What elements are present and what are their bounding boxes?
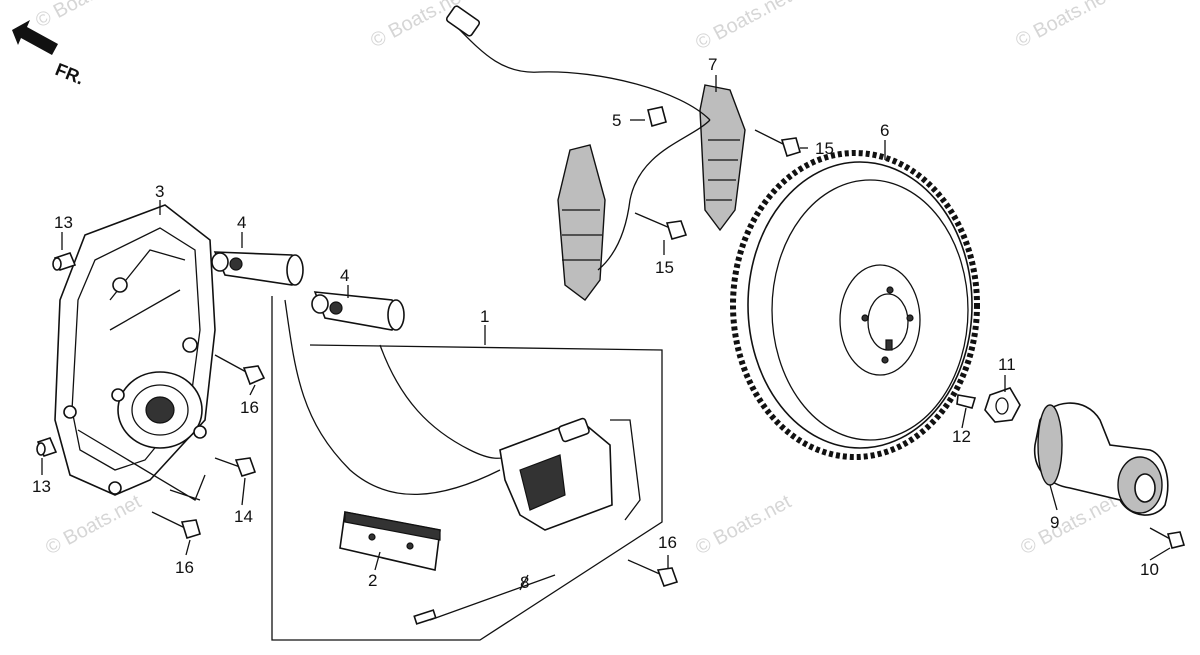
part-16-bolt [151,511,201,539]
watermark: © Boats.net [692,0,795,54]
callout-9: 9 [1050,513,1059,532]
front-direction-arrow: FR. [12,20,87,89]
part-10-bolt [1149,527,1186,549]
watermark: © Boats.net [42,491,145,560]
watermark: © Boats.net [32,0,135,32]
part-7-stator-coil [699,84,746,232]
watermark: © Boats.net [1012,0,1115,52]
watermark: © Boats.net [692,491,795,560]
watermark: © Boats.net [1017,491,1120,560]
part-14-bolt [214,457,257,477]
part-4-plug-cap [311,291,405,331]
part-4-plug-cap [211,251,304,286]
callout-14: 14 [234,507,253,526]
part-5-clamp [647,106,667,127]
callout-16: 16 [658,533,677,552]
callout-5: 5 [612,111,621,130]
callout-3: 3 [155,182,164,201]
leader-lines [41,75,1171,591]
part-16-bolt [627,559,679,587]
part-13-pin [52,252,77,271]
part-8-wire [413,574,556,625]
leader-14 [77,429,206,501]
part-2-plate [339,511,441,571]
stator-wire [449,19,711,271]
callout-4: 4 [237,213,246,232]
callout-13: 13 [54,213,73,232]
part-3-cover [54,204,216,496]
callout-7: 7 [708,55,717,74]
callout-15: 15 [655,258,674,277]
callout-11: 11 [998,355,1016,374]
callout-8: 8 [520,573,529,592]
callout-4: 4 [340,266,349,285]
callout-12: 12 [952,427,971,446]
part-6-flywheel [730,150,980,460]
callout-10: 10 [1140,560,1159,579]
part-13-pin [36,437,58,457]
part-1-ignition-coil [284,299,641,531]
callout-13: 13 [32,477,51,496]
part-16-bolt [214,354,266,386]
callout-16: 16 [175,558,194,577]
callout-6: 6 [880,121,889,140]
connector-plug [445,5,481,37]
part-15-bolt [754,129,801,157]
group-bracket-1 [271,296,663,641]
callout-1: 1 [480,307,489,326]
callout-16: 16 [240,398,259,417]
front-label: FR. [53,59,87,88]
stator-coil [557,144,606,301]
callout-2: 2 [368,571,377,590]
part-12-key [956,394,977,409]
part-11-nut [984,387,1021,423]
part-15-bolt [634,212,688,240]
part-9-pulley [1033,402,1169,516]
callout-15: 15 [815,139,834,158]
